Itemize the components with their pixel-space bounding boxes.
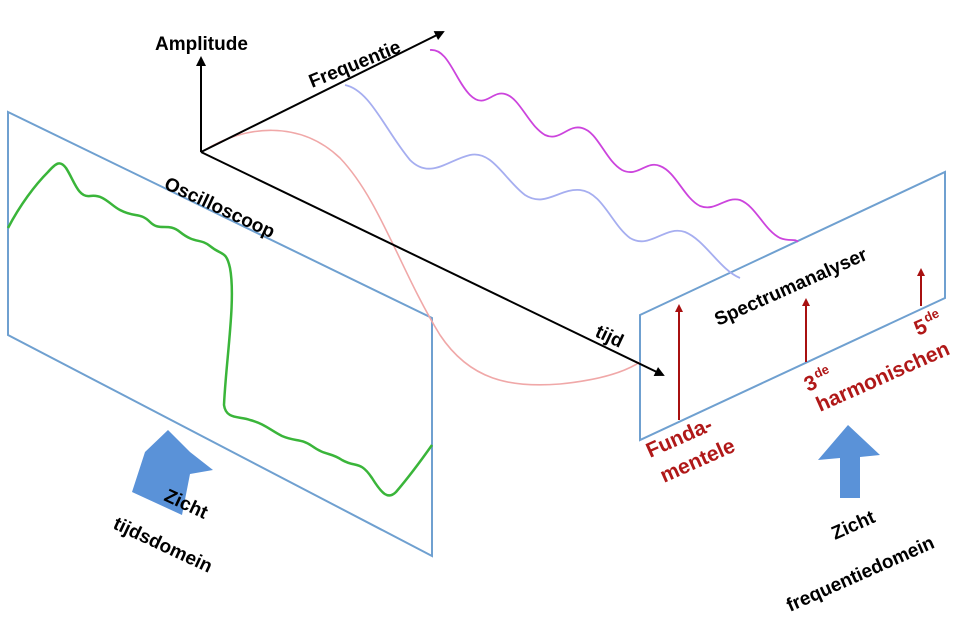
spectrum-label: Spectrumanalyser xyxy=(711,244,871,330)
fundamental-wave xyxy=(204,129,641,386)
time-label: tijd xyxy=(592,321,627,352)
frequency-label: Frequentie xyxy=(306,37,404,93)
third-harmonic-wave xyxy=(344,84,741,279)
time-view-label-line2: tijdsdomein xyxy=(110,513,216,577)
frequency-axis xyxy=(200,31,445,153)
amplitude-label: Amplitude xyxy=(155,34,248,55)
fifth-harmonic-label: 5 de xyxy=(911,305,942,340)
time-axis xyxy=(200,151,665,377)
fifth-harmonic-wave xyxy=(429,49,799,243)
frequency-view-label-line2: frequentiedomein xyxy=(783,533,937,617)
oscilloscope-panel xyxy=(7,110,433,558)
time-domain-waveform xyxy=(6,162,434,497)
time-view-arrow xyxy=(132,430,213,515)
oscilloscope-label: Oscilloscoop xyxy=(161,173,278,242)
frequency-view-arrow xyxy=(818,425,880,498)
third-harmonic-suffix: de xyxy=(811,361,831,381)
fifth-harmonic-suffix: de xyxy=(921,305,941,325)
spectrum-panel xyxy=(639,170,946,442)
frequency-view-label-line1: Zicht xyxy=(828,507,879,545)
